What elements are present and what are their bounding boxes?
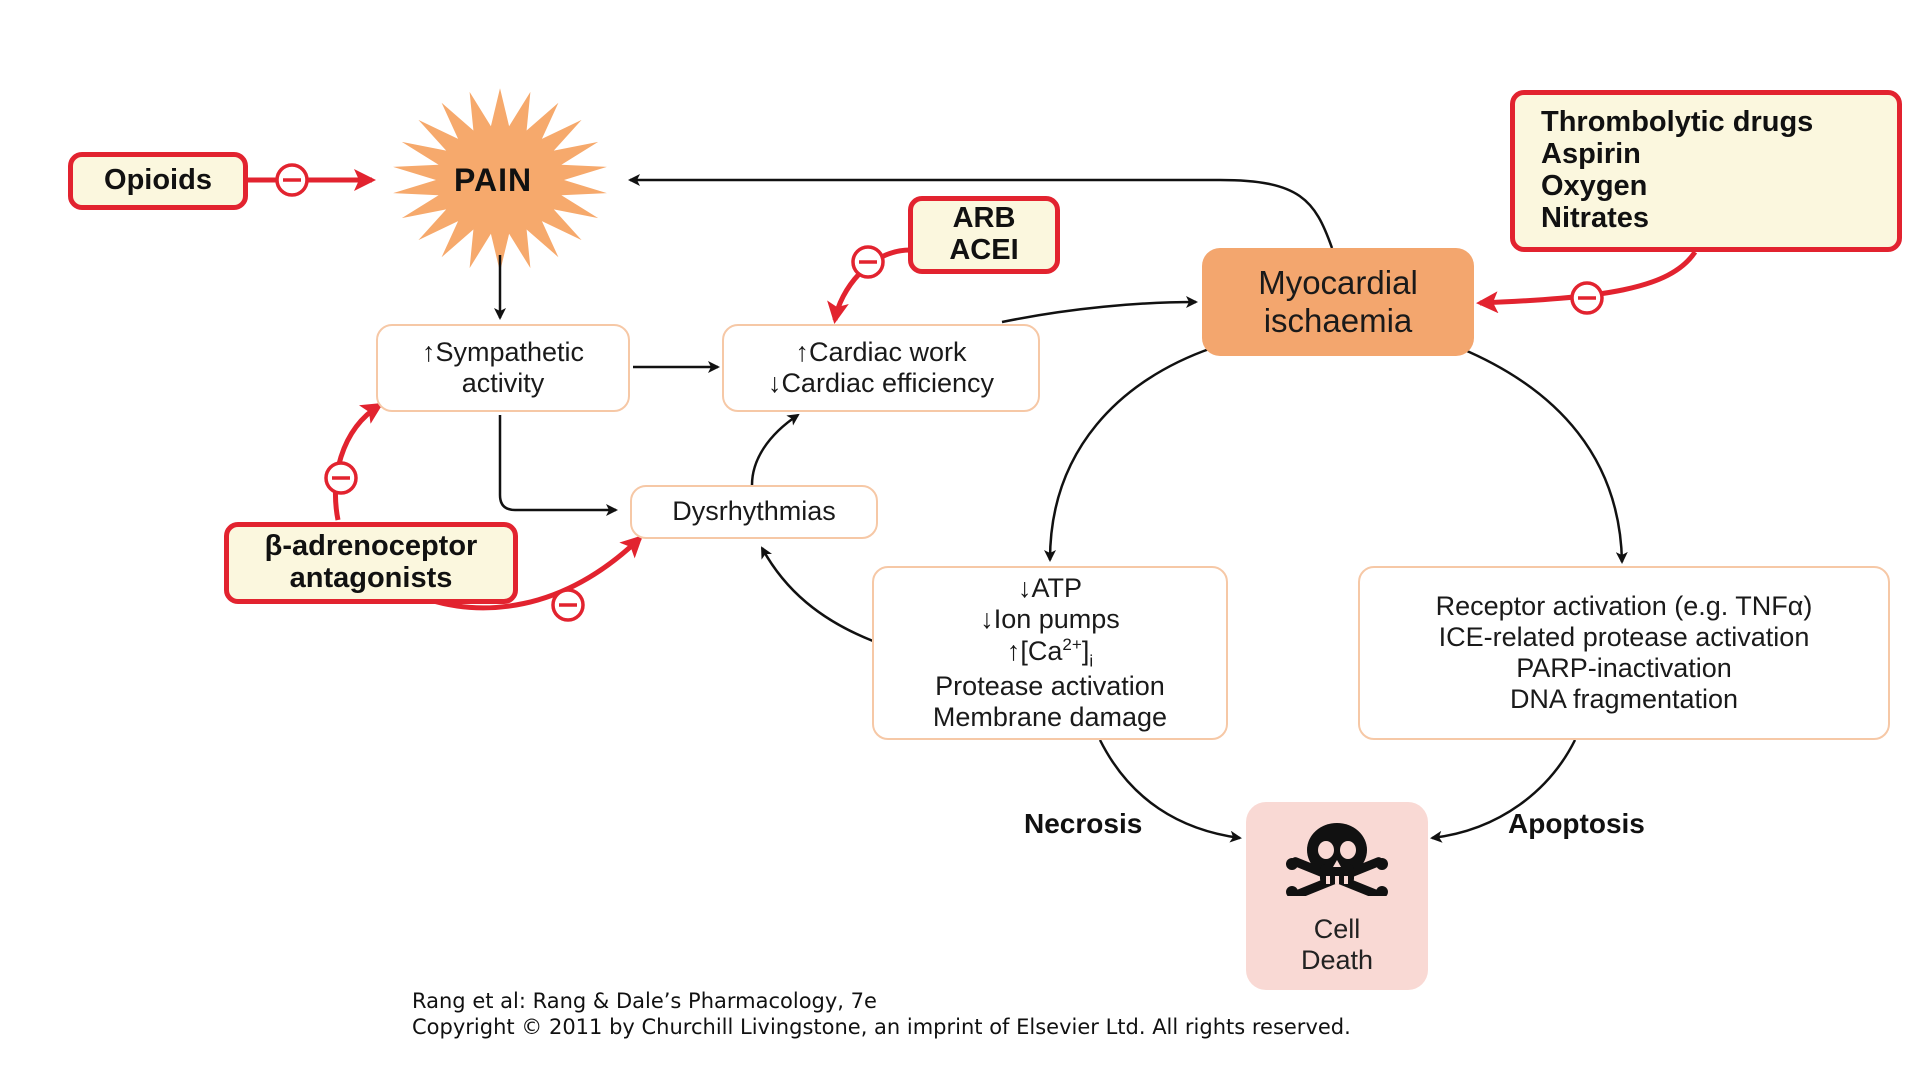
drug-label: antagonists	[289, 562, 453, 594]
dysrhythmias-box: Dysrhythmias	[630, 485, 878, 539]
necrosis-mechanisms-box: ↓ATP ↓Ion pumps ↑[Ca2+]i Protease activa…	[872, 566, 1228, 740]
sympathetic-activity-box: ↑Sympathetic activity	[376, 324, 630, 412]
arrow-ischaemia-to-necrosis-path	[1044, 346, 1213, 562]
apoptosis-mechanism: DNA fragmentation	[1509, 684, 1739, 715]
inhibit-thrombolytic-to-ischaemia	[1476, 250, 1698, 314]
sympathetic-line2: activity	[461, 368, 545, 398]
dysrhythmias-label: Dysrhythmias	[672, 496, 836, 527]
apoptosis-label: Apoptosis	[1508, 808, 1645, 839]
ischaemia-line: ischaemia	[1263, 302, 1413, 339]
opioids-drug-box: Opioids	[68, 152, 248, 210]
cardiac-work-box: ↑Cardiac work ↓Cardiac efficiency	[722, 324, 1040, 412]
apoptosis-mechanism: PARP-inactivation	[1516, 653, 1732, 683]
thrombolytic-drug-box: Thrombolytic drugs Aspirin Oxygen Nitrat…	[1510, 90, 1902, 252]
citation: Rang et al: Rang & Dale’s Pharmacology, …	[412, 988, 1351, 1040]
increase-arrow-icon: ↑	[795, 336, 809, 367]
cardiac-work-label: Cardiac work	[808, 336, 967, 367]
arrow-ischaemia-to-apoptosis-path	[1459, 346, 1628, 564]
drug-label: ACEI	[949, 234, 1019, 266]
calcium-bracket: ]	[1081, 636, 1090, 667]
sympathetic-line1: Sympathetic	[435, 336, 585, 367]
citation-line2: Copyright © 2011 by Churchill Livingston…	[412, 1015, 1351, 1039]
drug-label: Opioids	[104, 164, 212, 197]
inhibition-symbol-icon	[851, 245, 885, 279]
atp-label: ATP	[1031, 572, 1082, 603]
apoptosis-mechanism: ICE-related protease activation	[1438, 621, 1810, 652]
drug-label: Oxygen	[1541, 170, 1648, 202]
decrease-arrow-icon: ↓	[980, 603, 994, 634]
calcium-label: [Ca	[1020, 636, 1063, 667]
protease-activation-label: Protease activation	[935, 670, 1165, 701]
skull-crossbones-icon	[1286, 823, 1388, 896]
arrow-necrosis-to-dysrhythmias	[760, 546, 874, 643]
drug-label: ARB	[952, 202, 1016, 235]
drug-label: β-adrenoceptor	[264, 530, 478, 563]
pain-label: PAIN	[454, 162, 533, 198]
beta-blocker-drug-box: β-adrenoceptor antagonists	[224, 522, 518, 604]
membrane-damage-label: Membrane damage	[932, 702, 1168, 733]
drug-label: Thrombolytic drugs	[1541, 106, 1814, 139]
arrow-cardiac-to-ischaemia	[1001, 296, 1198, 324]
cell-death-box: Cell Death	[1246, 802, 1428, 990]
necrosis-label: Necrosis	[1024, 808, 1143, 839]
apoptosis-mechanisms-box: Receptor activation (e.g. TNFα) ICE-rela…	[1358, 566, 1890, 740]
myocardial-ischaemia-box: Myocardial ischaemia	[1202, 248, 1474, 356]
inhibition-symbol-icon	[275, 163, 309, 197]
arrow-apoptosis-to-death	[1430, 739, 1577, 843]
citation-line1: Rang et al: Rang & Dale’s Pharmacology, …	[412, 989, 877, 1013]
cell-death-line: Death	[1300, 944, 1374, 975]
arrow-dysrhythmias-to-cardiac	[750, 413, 800, 486]
arb-acei-drug-box: ARB ACEI	[908, 196, 1060, 274]
inhibition-symbol-icon	[551, 588, 585, 622]
ion-pumps-label: Ion pumps	[993, 603, 1120, 634]
inhibit-beta-to-dysrhythmias	[429, 535, 643, 611]
arrow-sympathetic-to-dysrhythmias	[498, 415, 618, 516]
arrow-necrosis-to-death	[1098, 739, 1242, 843]
inhibition-symbol-icon	[324, 461, 358, 495]
inhibit-beta-to-sympathetic	[333, 402, 384, 521]
cell-death-line: Cell	[1313, 913, 1361, 944]
arrow-ischaemia-to-pain	[628, 174, 1334, 249]
calcium-charge: 2+	[1062, 635, 1082, 655]
drug-label: Nitrates	[1541, 201, 1649, 234]
pain-burst-shape	[393, 88, 607, 272]
increase-arrow-icon: ↑	[421, 336, 436, 367]
cardiac-efficiency-label: Cardiac efficiency	[781, 368, 995, 398]
apoptosis-mechanism: Receptor activation (e.g. TNFα)	[1435, 590, 1813, 621]
increase-arrow-icon: ↑	[1006, 636, 1021, 667]
decrease-arrow-icon: ↓	[767, 368, 782, 398]
decrease-arrow-icon: ↓	[1017, 572, 1032, 603]
drug-label: Aspirin	[1541, 138, 1641, 171]
ischaemia-line: Myocardial	[1258, 264, 1418, 302]
calcium-subscript: i	[1089, 651, 1094, 671]
inhibition-symbol-icon	[1570, 281, 1604, 315]
